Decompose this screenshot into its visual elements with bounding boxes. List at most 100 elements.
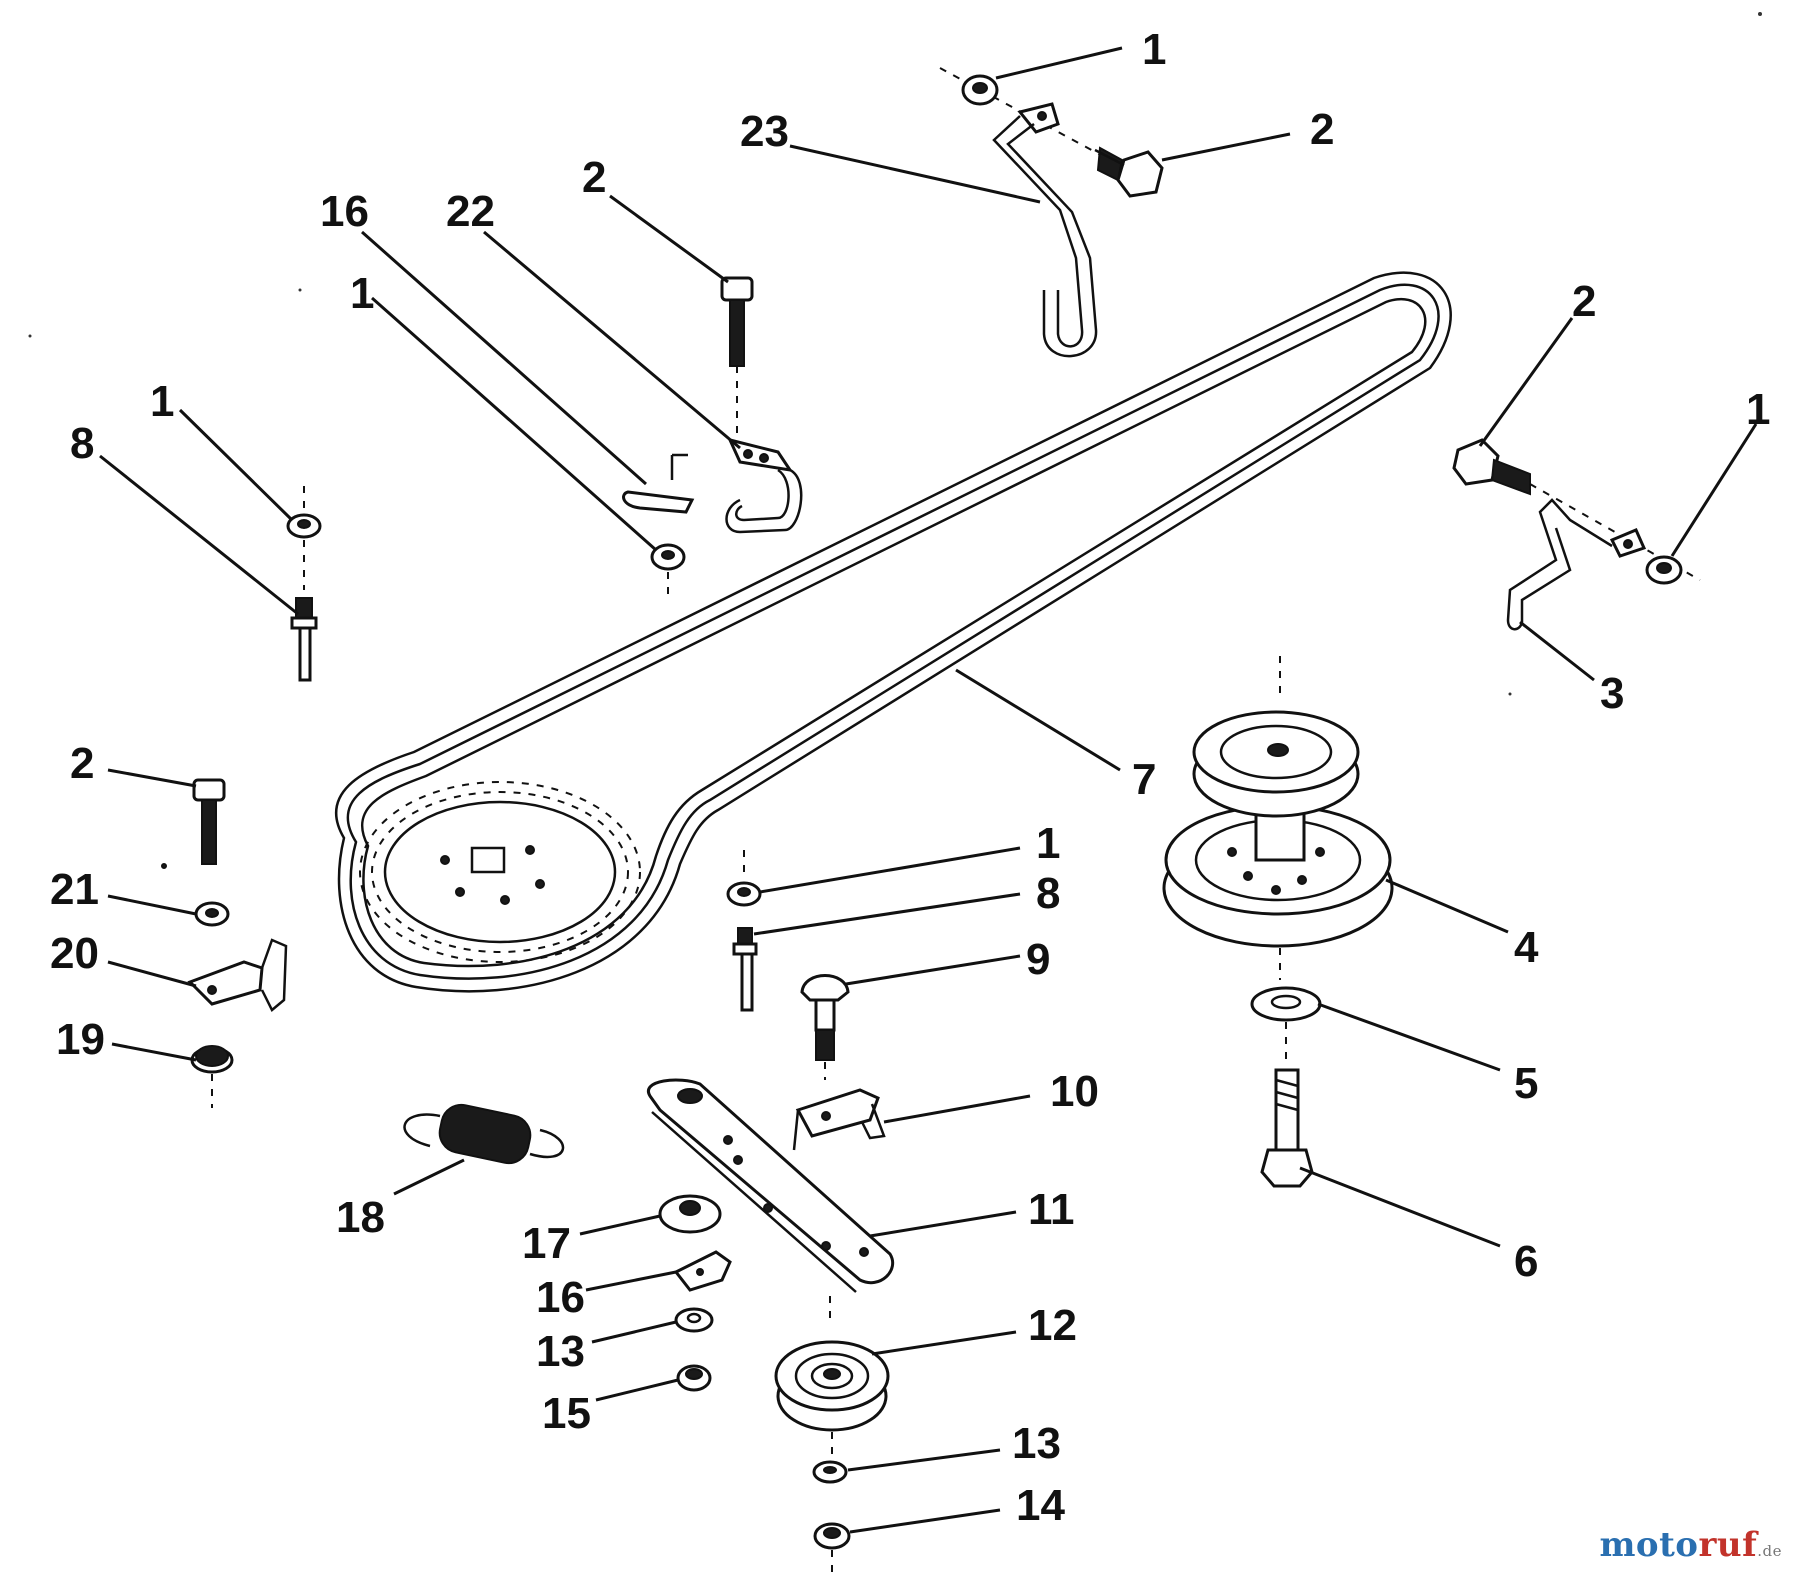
callout-1-right-nut: 1: [1670, 385, 1770, 557]
callout-3-right-bracket: 3: [1519, 620, 1624, 718]
flanged-spacer: [658, 1194, 722, 1234]
callout-1-center-nut: 1: [759, 819, 1060, 894]
callout-8-left-stud: 8: [70, 419, 299, 616]
idler-pulley: [774, 1340, 890, 1458]
svg-text:21: 21: [50, 865, 99, 914]
callout-2-upper-left-bolt: 2: [582, 153, 729, 284]
carriage-bolt: [800, 974, 850, 1080]
callout-18-spring: 18: [336, 1158, 465, 1242]
callout-23-bracket: 23: [740, 107, 1041, 204]
svg-text:8: 8: [1036, 869, 1060, 918]
svg-text:2: 2: [582, 153, 606, 202]
lower-nut-left: [676, 1364, 712, 1392]
belt-guide-bracket-right: [1506, 498, 1647, 631]
svg-text:13: 13: [1012, 1419, 1061, 1468]
callout-13-lower-washer: 13: [536, 1320, 677, 1376]
svg-text:16: 16: [320, 187, 369, 236]
callout-13-lower-washer-right: 13: [847, 1419, 1061, 1472]
svg-text:19: 19: [56, 1015, 105, 1064]
callout-22-bracket: 22: [446, 187, 741, 450]
svg-text:15: 15: [542, 1389, 591, 1438]
lower-washer-left: [674, 1307, 714, 1333]
svg-text:3: 3: [1600, 669, 1624, 718]
callout-19-bushing: 19: [56, 1015, 197, 1064]
callout-9-carriage-bolt: 9: [845, 935, 1050, 986]
callout-2-top-bolt: 2: [1161, 105, 1334, 162]
svg-text:6: 6: [1514, 1237, 1538, 1286]
svg-text:2: 2: [1310, 105, 1334, 154]
callout-6-bolt: 6: [1299, 1166, 1538, 1286]
belt-drive-pulley: [359, 781, 641, 963]
top-bolt: [1094, 146, 1164, 198]
left-column-washer: [194, 901, 230, 927]
callout-10-spring-bracket: 10: [883, 1067, 1099, 1124]
svg-text:1: 1: [350, 269, 374, 318]
svg-text:4: 4: [1514, 923, 1539, 972]
scan-specks: [28, 12, 1762, 696]
svg-text:1: 1: [1036, 819, 1060, 868]
watermark-part-1: moto: [1599, 1525, 1699, 1565]
callout-2-right-bolt: 2: [1478, 277, 1596, 447]
right-bolt: [1452, 438, 1701, 581]
left-stud: [290, 597, 318, 682]
callout-12-idler-pulley: 12: [871, 1301, 1077, 1356]
svg-text:23: 23: [740, 107, 789, 156]
callout-4-pulley: 4: [1385, 878, 1539, 972]
callout-1-upper-nut: 1: [350, 269, 657, 552]
svg-text:1: 1: [150, 377, 174, 426]
center-stud: [732, 927, 758, 1012]
svg-text:12: 12: [1028, 1301, 1077, 1350]
callout-16-lower-clip: 16: [536, 1270, 677, 1322]
left-column-bracket: [187, 938, 288, 1012]
svg-text:14: 14: [1016, 1481, 1065, 1530]
svg-text:10: 10: [1050, 1067, 1099, 1116]
callout-16-upper-clip: 16: [320, 187, 647, 486]
callout-5-washer: 5: [1317, 1002, 1538, 1108]
callout-14-lower-nut-right: 14: [849, 1481, 1065, 1534]
svg-text:5: 5: [1514, 1059, 1538, 1108]
callout-2-left-column-bolt: 2: [70, 739, 197, 788]
svg-text:2: 2: [1572, 277, 1596, 326]
callout-7-belt: 7: [955, 668, 1156, 804]
svg-text:18: 18: [336, 1193, 385, 1242]
lower-clip: [673, 1250, 732, 1292]
svg-text:7: 7: [1132, 755, 1156, 804]
belt-guide-bracket-left: [725, 437, 803, 534]
svg-text:2: 2: [70, 739, 94, 788]
callout-1-left-nut: 1: [150, 377, 294, 522]
extension-spring: [403, 1103, 565, 1165]
upper-left-bolt: [720, 276, 754, 440]
idler-arm: [646, 1078, 895, 1326]
callout-20-bracket: 20: [50, 929, 197, 988]
watermark-tld: .de: [1757, 1542, 1782, 1560]
center-nut: [726, 850, 762, 907]
svg-text:22: 22: [446, 187, 495, 236]
svg-text:8: 8: [70, 419, 94, 468]
svg-text:16: 16: [536, 1273, 585, 1322]
callout-21-washer: 21: [50, 865, 197, 916]
svg-text:17: 17: [522, 1219, 571, 1268]
svg-text:1: 1: [1142, 25, 1166, 74]
callout-labels: 1 2 23 2 16 22 1 1: [50, 25, 1770, 1534]
watermark-part-2: ruf: [1698, 1525, 1758, 1565]
callout-15-lower-nut: 15: [542, 1378, 679, 1438]
callout-8-center-stud: 8: [753, 869, 1060, 936]
svg-text:9: 9: [1026, 935, 1050, 984]
lower-washer-right: [812, 1460, 848, 1484]
svg-text:13: 13: [536, 1327, 585, 1376]
svg-text:1: 1: [1746, 385, 1770, 434]
flat-washer-right: [1250, 986, 1322, 1062]
watermark-logo: motoruf.de: [1599, 1525, 1782, 1565]
left-column-bushing: [190, 1045, 234, 1108]
double-pulley: [1162, 656, 1394, 980]
left-column-bolt: [161, 778, 226, 869]
svg-text:11: 11: [1028, 1185, 1075, 1234]
lower-nut-right: [813, 1522, 851, 1575]
upper-left-nut: [650, 543, 686, 600]
left-nut: [286, 486, 322, 590]
shoulder-bolt: [1260, 1068, 1314, 1188]
belt-guide-bracket-top: [992, 102, 1098, 358]
callout-11-idler-arm: 11: [869, 1185, 1075, 1238]
